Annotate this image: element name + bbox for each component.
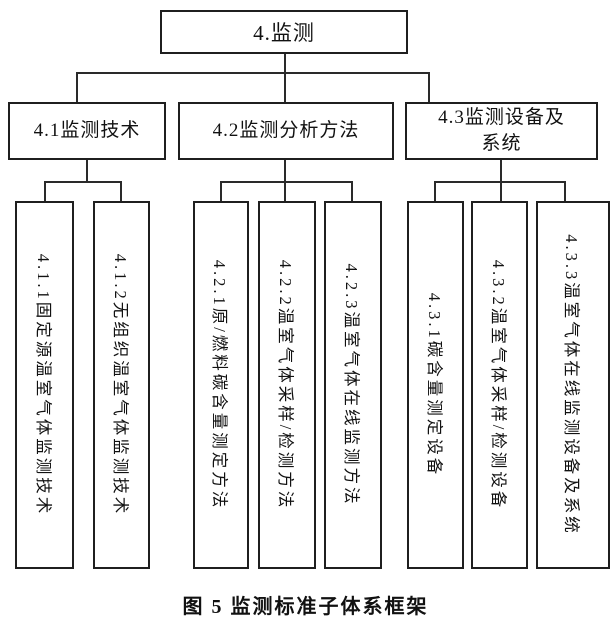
node-423-ghg-online-monitoring-method: 4.2.3温室气体在线监测方法 xyxy=(324,201,382,569)
connector-drop-423 xyxy=(351,181,353,201)
connector-drop-412 xyxy=(120,181,122,201)
connector-root-trunk xyxy=(284,54,286,73)
node-412-fugitive-ghg-monitoring-tech: 4.1.2无组织温室气体监测技术 xyxy=(93,201,150,569)
node-label: 4.1监测技术 xyxy=(33,120,141,142)
figure-caption: 图 5 监测标准子体系框架 xyxy=(182,596,429,618)
node-422-ghg-sampling-testing-method: 4.2.2温室气体采样/检测方法 xyxy=(258,201,316,569)
node-label: 4.1.1固定源温室气体监测技术 xyxy=(33,253,53,517)
connector-drop-43 xyxy=(428,72,430,102)
node-label: 4.1.2无组织温室气体监测技术 xyxy=(110,253,130,517)
connector-42-rail xyxy=(220,181,353,183)
node-421-carbon-content-determination-method: 4.2.1原/燃料碳含量测定方法 xyxy=(193,201,249,569)
node-41-monitoring-technology: 4.1监测技术 xyxy=(8,102,166,160)
connector-drop-431 xyxy=(434,181,436,201)
node-43-equipment-systems: 4.3监测设备及 系统 xyxy=(405,102,598,160)
connector-drop-422 xyxy=(284,181,286,201)
node-label: 4.监测 xyxy=(253,21,315,45)
connector-41-rail xyxy=(44,181,122,183)
connector-drop-421 xyxy=(220,181,222,201)
node-label: 4.2监测分析方法 xyxy=(212,120,360,142)
connector-drop-433 xyxy=(564,181,566,201)
connector-43-trunk xyxy=(500,160,502,183)
node-411-stationary-source-ghg-monitoring-tech: 4.1.1固定源温室气体监测技术 xyxy=(15,201,74,569)
connector-42-trunk xyxy=(284,160,286,183)
connector-drop-411 xyxy=(44,181,46,201)
node-label: 4.3监测设备及 系统 xyxy=(438,107,565,154)
node-432-ghg-sampling-testing-equipment: 4.3.2温室气体采样/检测设备 xyxy=(471,201,528,569)
node-label: 4.2.1原/燃料碳含量测定方法 xyxy=(210,259,229,511)
node-42-analysis-methods: 4.2监测分析方法 xyxy=(178,102,394,160)
connector-41-trunk xyxy=(86,160,88,183)
connector-drop-41 xyxy=(76,72,78,102)
node-label: 4.3.3温室气体在线监测设备及系统 xyxy=(562,234,581,536)
connector-drop-42 xyxy=(284,72,286,102)
node-label: 4.2.3温室气体在线监测方法 xyxy=(342,263,361,507)
node-label: 4.3.2温室气体采样/检测设备 xyxy=(488,259,508,511)
connector-level1-rail xyxy=(76,72,430,74)
node-431-carbon-content-determination-equipment: 4.3.1碳含量测定设备 xyxy=(407,201,464,569)
connector-drop-432 xyxy=(500,181,502,201)
node-label: 4.3.1碳含量测定设备 xyxy=(424,292,444,478)
node-label: 4.2.2温室气体采样/检测方法 xyxy=(276,259,295,511)
node-4-monitoring: 4.监测 xyxy=(160,10,408,54)
node-433-ghg-online-monitoring-equipment-systems: 4.3.3温室气体在线监测设备及系统 xyxy=(536,201,610,569)
